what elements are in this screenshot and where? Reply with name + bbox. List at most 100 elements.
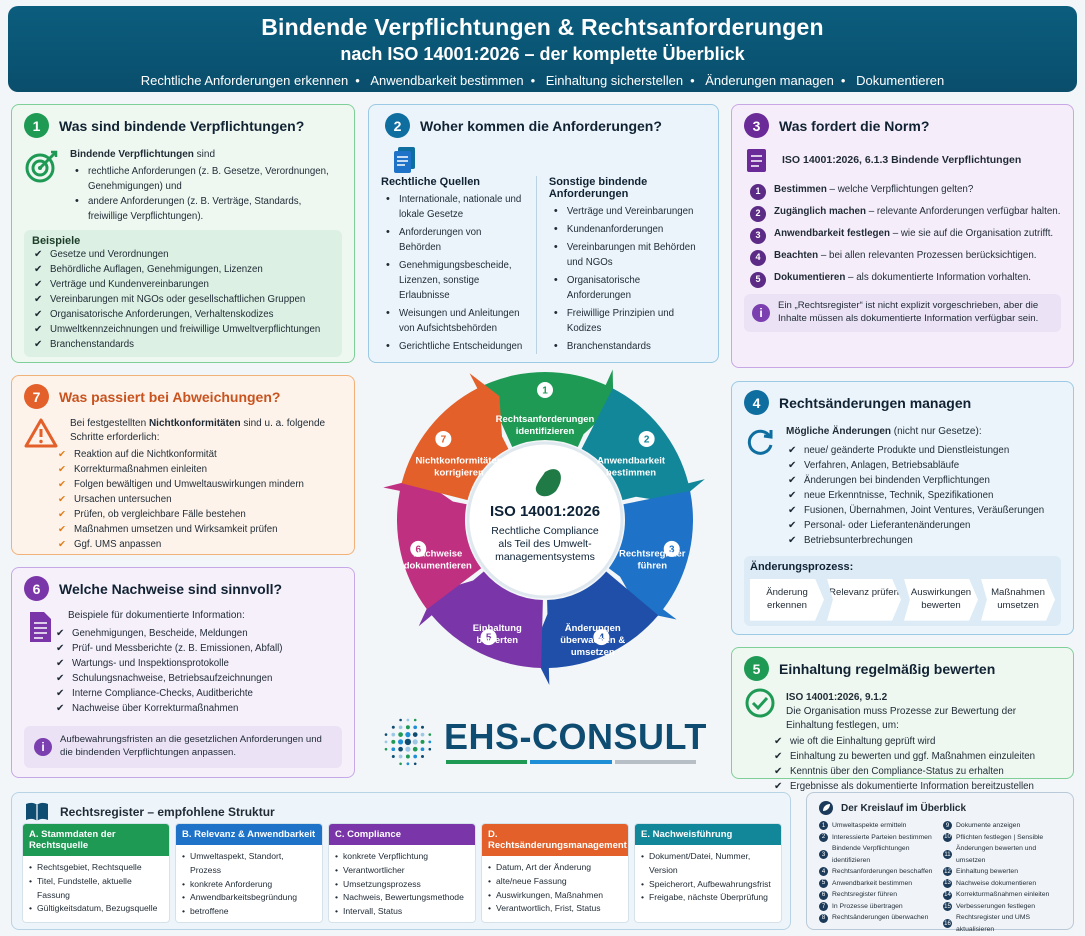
logo-dot	[413, 762, 417, 766]
document-list-icon	[30, 612, 51, 642]
cycle-label: Einhaltung	[473, 623, 522, 634]
step-number: 2	[385, 113, 410, 138]
overview-number: 15	[943, 902, 952, 912]
logo-dot	[420, 747, 425, 752]
info-box: i Aufbewahrungsfristen an die gesetzlich…	[24, 725, 342, 768]
intro-text: Bei festgestellten	[70, 418, 149, 429]
register-item: Verantwortlicher	[334, 864, 470, 878]
logo-dot	[428, 740, 432, 744]
register-column: E. NachweisführungDokument/Datei, Nummer…	[634, 823, 782, 923]
page-title: Bindende Verpflichtungen & Rechtsanforde…	[261, 14, 824, 40]
list-item: neue Erkenntnisse, Technik, Spezifikatio…	[786, 488, 1061, 504]
cycle-label: identifizieren	[516, 426, 575, 437]
list-item: Fusionen, Übernahmen, Joint Ventures, Ve…	[786, 503, 1061, 519]
item-text: – welche Verpflichtungen gelten?	[826, 184, 974, 195]
overview-number: 12	[943, 867, 952, 877]
card-title: Was sind bindende Verpflichtungen?	[59, 117, 305, 134]
register-column-title: C. Compliance	[329, 824, 475, 845]
step-number: 5	[744, 656, 769, 681]
overview-number: 14	[943, 890, 952, 900]
logo-dot	[406, 762, 410, 766]
page-subtitle: nach ISO 14001:2026 – der komplette Über…	[340, 44, 745, 64]
intro-text: Die Organisation muss Prozesse zur Bewer…	[786, 706, 1017, 731]
overview-text: Rechtsänderungen überwachen	[832, 914, 929, 922]
cycle-center-sub-1: Rechtliche Compliance	[491, 525, 599, 537]
register-item: Speicherort, Aufbewahrungsfrist	[640, 878, 776, 892]
register-item: Freigabe, nächste Überprüfung	[640, 891, 776, 905]
item-text: – wie sie auf die Organisation zutrifft.	[889, 228, 1054, 239]
process-step: Auswirkungen bewerten	[904, 578, 978, 621]
cycle-center-title: ISO 14001:2026	[490, 503, 600, 520]
list-item: Branchenstandards	[32, 337, 334, 353]
cycle-segment-7	[401, 373, 509, 501]
cycle-label: Rechtsregister	[619, 548, 686, 559]
register-item: Intervall, Status	[334, 905, 470, 919]
step-number: 1	[24, 113, 49, 138]
overview-title: Der Kreislauf im Überblick	[841, 802, 967, 814]
cycle-number: 4	[599, 633, 605, 644]
logo-dots-icon	[384, 718, 432, 766]
process-box: Änderungsprozess: Änderung erkennen Rele…	[744, 555, 1061, 626]
norm-reference: ISO 14001:2026, 9.1.2	[786, 692, 888, 703]
logo-dot	[412, 746, 418, 752]
register-item: Auswirkungen, Maßnahmen	[487, 889, 623, 903]
overview-number: 2	[819, 832, 828, 842]
process-step: Änderung erkennen	[750, 578, 824, 621]
logo-dot	[391, 732, 396, 737]
compliance-cycle: ISO 14001:2026 Rechtliche Compliance als…	[383, 369, 705, 685]
process-step: Relevanz prüfen	[827, 578, 901, 621]
overview-text: Interessierte Parteien bestimmen	[832, 833, 932, 841]
logo-dot	[420, 754, 425, 759]
overview-number: 11	[943, 850, 952, 860]
register-column: D. RechtsänderungsmanagementDatum, Art d…	[481, 823, 629, 923]
register-item: Umweltaspekt, Standort, Prozess	[181, 850, 317, 878]
logo-text-2: -CONSULT	[519, 716, 707, 757]
overview-number: 4	[819, 867, 828, 877]
cycle-label: bestimmen	[606, 467, 656, 478]
list-item: Prüf- und Messberichte (z. B. Emissionen…	[54, 641, 342, 657]
item-bold: Anwendbarkeit festlegen	[774, 228, 890, 239]
cycle-segment-3	[608, 490, 693, 620]
overview-text: Rechtsanforderungen beschaffen	[832, 868, 933, 876]
logo-dot	[412, 739, 418, 745]
overview-number: 5	[819, 879, 828, 888]
info-icon: i	[34, 737, 52, 756]
nav-item: Änderungen managen	[705, 73, 834, 88]
list-item: Korrekturmaßnahmen einleiten	[56, 462, 342, 477]
list-item: wie oft die Einhaltung geprüft wird	[772, 734, 1061, 750]
overview-number: 10	[943, 832, 952, 842]
leaf-icon	[535, 469, 561, 497]
overview-text: Umweltaspekte ermitteln	[832, 822, 907, 829]
item-bold: Bestimmen	[774, 184, 827, 195]
register-item: Rechtsgebiet, Rechtsquelle	[28, 861, 164, 875]
cycle-number: 3	[669, 544, 675, 555]
logo-dot	[398, 754, 403, 759]
document-icon	[394, 147, 415, 173]
leaf-icon	[819, 801, 833, 815]
list-item: Anforderungen von Behörden	[381, 224, 524, 255]
register-item: Titel, Fundstelle, aktuelle Fassung	[28, 875, 164, 903]
item-bold: Beachten	[774, 250, 819, 261]
info-box: i Ein „Rechtsregister“ ist nicht explizi…	[744, 294, 1061, 332]
cycle-number: 5	[486, 633, 492, 644]
register-item: Anwendbarkeitsbegründung	[181, 891, 317, 905]
register-structure: Rechtsregister – empfohlene Struktur A. …	[11, 792, 791, 930]
cycle-number: 6	[415, 544, 421, 555]
list-item: Genehmigungen, Bescheide, Meldungen	[54, 626, 342, 642]
register-column-title: D. Rechtsänderungsmanagement	[482, 824, 628, 856]
book-icon	[26, 802, 48, 821]
logo-dot	[406, 718, 410, 722]
step-number: 3	[744, 113, 769, 138]
register-item: Datum, Art der Änderung	[487, 861, 623, 875]
overview-text: Pflichten festlegen | Sensible	[956, 833, 1044, 841]
